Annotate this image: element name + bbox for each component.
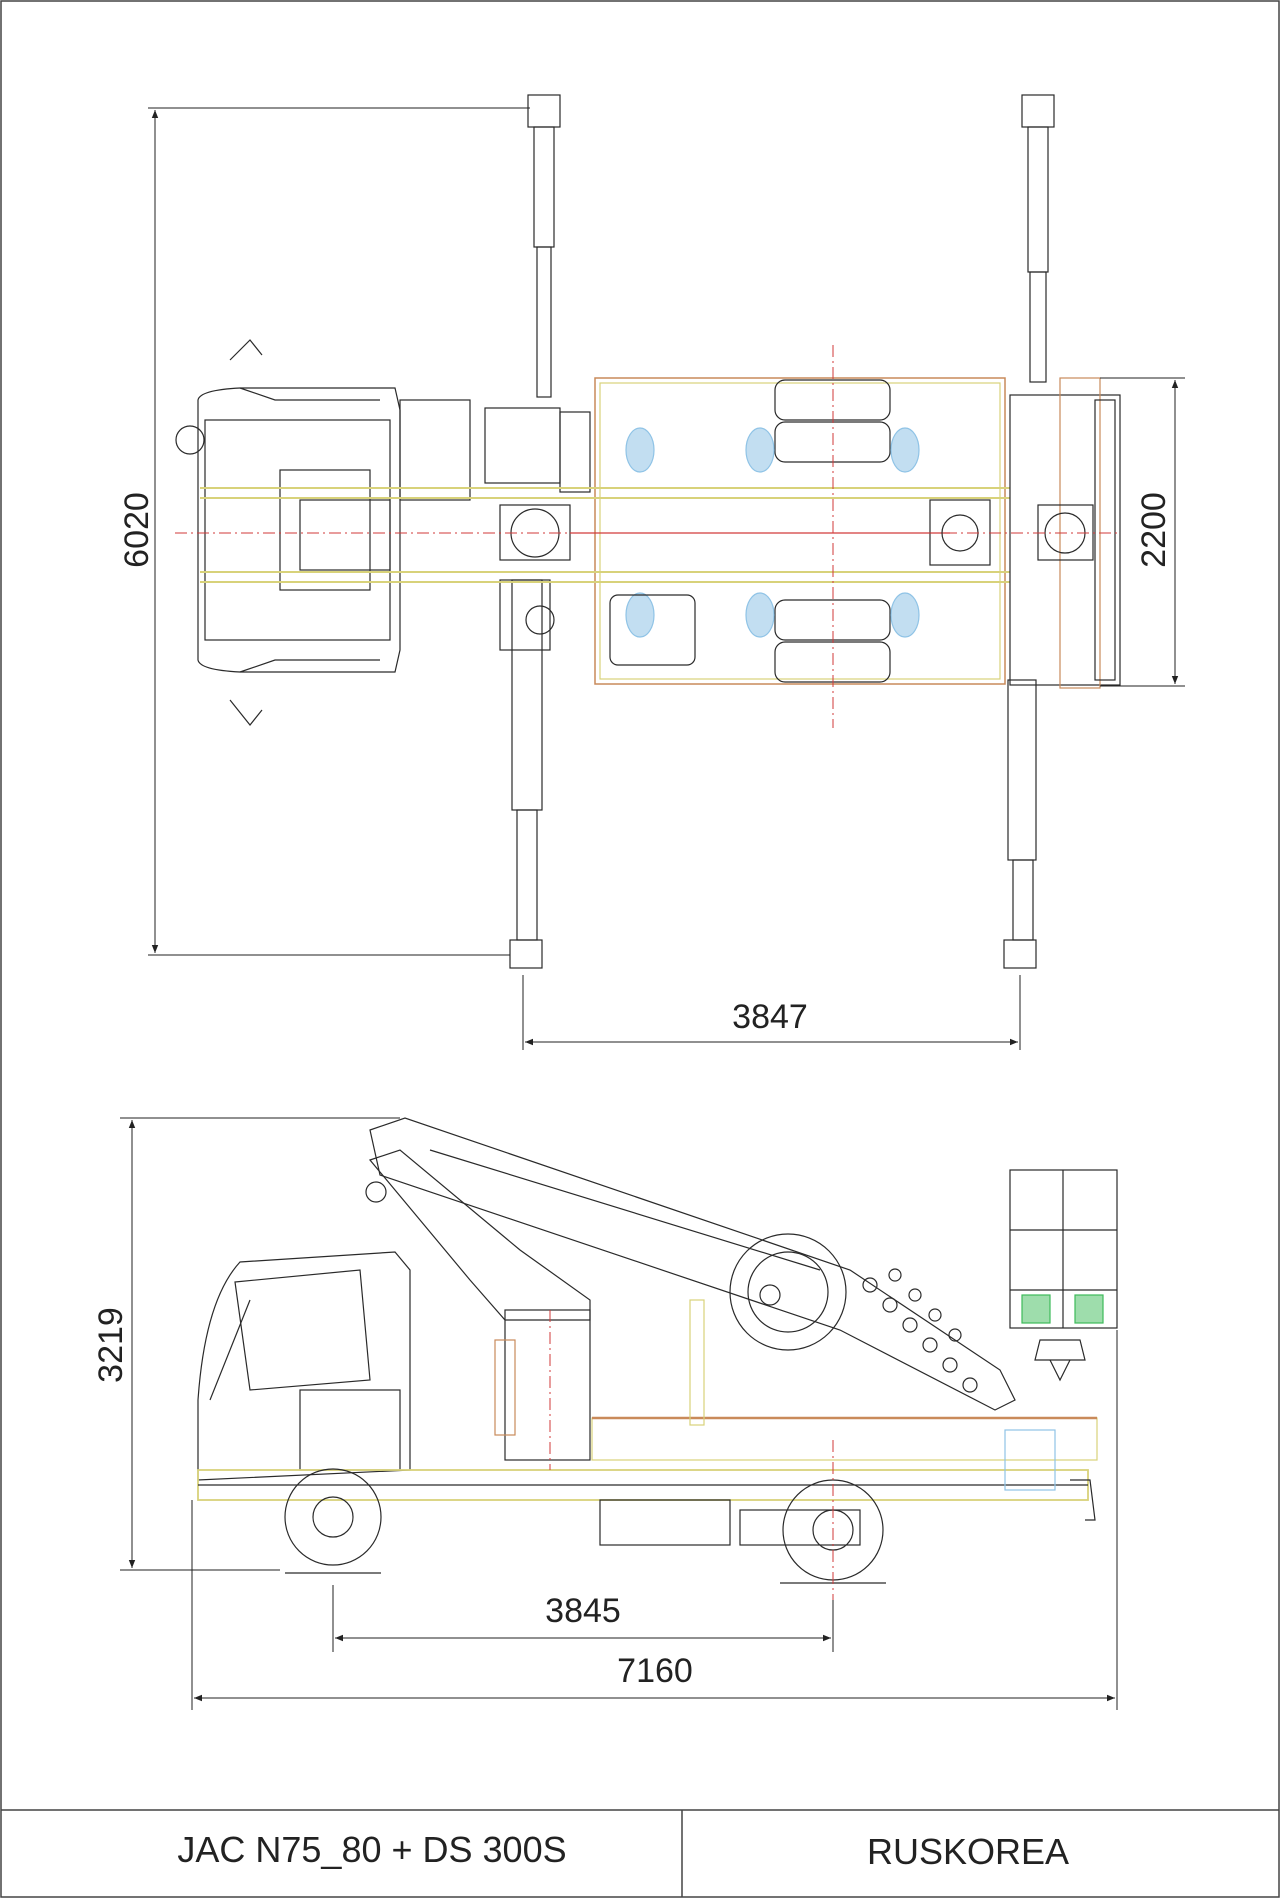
dim-label-outrigger-span: 6020 [118, 492, 156, 568]
dim-label-body-width: 2200 [1135, 492, 1173, 568]
work-basket [1009, 1169, 1118, 1382]
body-platform-inner [599, 382, 1001, 680]
chassis-frame [200, 487, 1010, 583]
cab-top [175, 339, 401, 726]
cab-side [197, 1251, 411, 1481]
front-wheel [284, 1468, 382, 1574]
side-view [197, 1117, 1118, 1640]
title-block [1, 1809, 1279, 1897]
front-outrigger [509, 94, 561, 969]
boom-column [368, 1149, 591, 1461]
rear-outrigger [1003, 94, 1055, 969]
body-platform [594, 377, 1006, 685]
company-name: RUSKOREA [867, 1831, 1069, 1872]
fuel-tank [609, 594, 696, 666]
boom-joints [862, 1268, 978, 1393]
dim-label-outrigger-spacing: 3847 [732, 998, 808, 1036]
side-dimensions [120, 1117, 1118, 1710]
dim-label-height: 3219 [92, 1307, 130, 1383]
top-dimensions [148, 107, 1185, 1050]
model-name: JAC N75_80 + DS 300S [177, 1829, 566, 1870]
top-view [175, 94, 1121, 969]
hydraulic-tanks [625, 427, 920, 638]
engine-block [399, 399, 591, 651]
dim-label-wheelbase: 3845 [545, 1592, 621, 1630]
dim-label-overall-length: 7160 [617, 1652, 693, 1690]
chassis-side [197, 1416, 1098, 1546]
drivetrain [299, 499, 991, 571]
boom-arm [365, 1117, 1016, 1426]
